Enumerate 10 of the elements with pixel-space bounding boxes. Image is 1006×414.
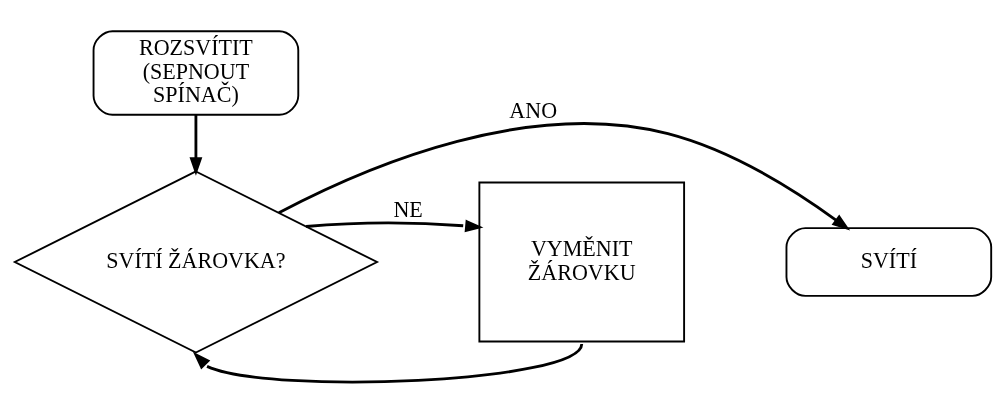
arrow bbox=[189, 114, 203, 176]
arrow bbox=[192, 343, 583, 384]
arrow bbox=[306, 219, 484, 233]
node-diamond: SVÍTÍ ŽÁROVKA? bbox=[12, 170, 380, 354]
node-box: VYMĚNIT ŽÁROVKU bbox=[478, 181, 686, 343]
node-box: ROZSVÍTIT (SEPNOUT SPÍNAČ) bbox=[92, 30, 300, 116]
node-box: SVÍTÍ bbox=[785, 227, 993, 297]
edge-label: ANO bbox=[509, 98, 558, 124]
edge-label: NE bbox=[393, 197, 423, 223]
arrow bbox=[278, 122, 851, 231]
